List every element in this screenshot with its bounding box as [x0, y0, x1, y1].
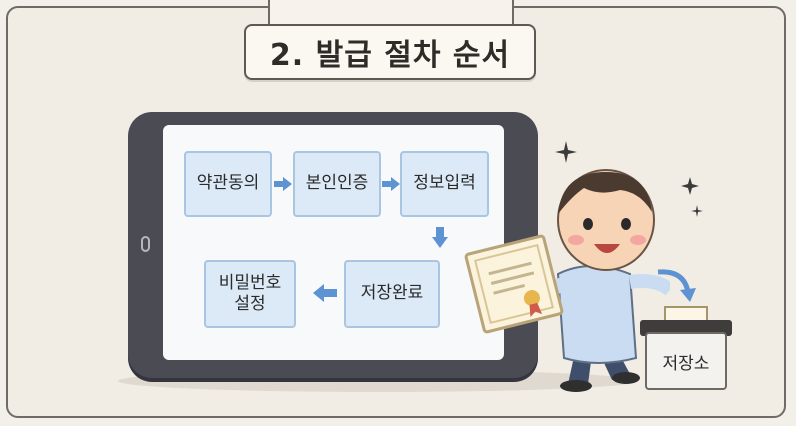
card-tab [268, 0, 514, 26]
sparkle-icon [691, 205, 703, 217]
character-illustration [531, 169, 670, 392]
step-identity-verify: 본인인증 [293, 151, 381, 217]
right-arrow-icon [274, 177, 292, 191]
step-terms-agree: 약관동의 [184, 151, 272, 217]
step-label: 약관동의 [196, 173, 260, 194]
storage-box: 저장소 [645, 332, 727, 390]
step-label: 본인인증 [305, 173, 369, 194]
step-save-complete: 저장완료 [344, 260, 440, 328]
certificate-icon [464, 234, 564, 334]
sparkle-icon [681, 177, 699, 195]
step-label: 정보입력 [413, 173, 476, 194]
curved-arrow-icon [657, 269, 696, 302]
step-label-line1: 비밀번호 [218, 272, 282, 293]
step-info-input: 정보입력 [400, 151, 489, 217]
right-arrow-icon [382, 177, 400, 191]
tablet-side-button [141, 236, 150, 252]
step-password-setup: 비밀번호 설정 [204, 260, 296, 328]
storage-label: 저장소 [662, 353, 710, 374]
sparkle-icon [555, 141, 577, 163]
step-label-line2: 설정 [234, 294, 266, 314]
title-box: 2. 발급 절차 순서 [244, 24, 536, 80]
page-title: 2. 발급 절차 순서 [269, 38, 511, 73]
down-arrow-icon [432, 227, 448, 248]
left-arrow-icon [313, 284, 337, 302]
step-label: 저장완료 [360, 283, 424, 304]
